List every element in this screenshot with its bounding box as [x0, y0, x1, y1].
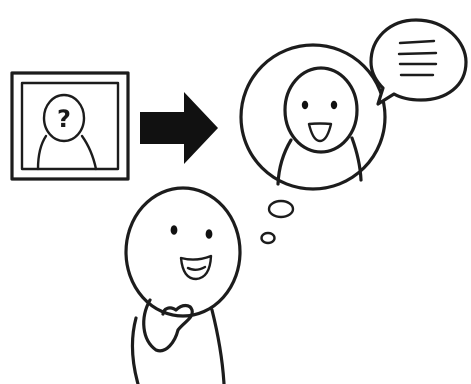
thought-trail: [262, 201, 294, 243]
recalled-person-head: [285, 68, 357, 152]
thinking-person: [126, 188, 240, 384]
thinking-person-right-eye: [206, 229, 213, 239]
unknown-person-shoulder-left: [38, 136, 46, 169]
thinking-person-left-eye: [171, 225, 178, 235]
thinking-person-shoulder-right: [212, 310, 224, 384]
thought-circle: [241, 45, 385, 189]
thought-circle-outline: [241, 45, 385, 189]
thinking-person-smile: [181, 256, 211, 279]
recalled-person-shoulder-left: [278, 140, 291, 184]
right-arrow-icon: [140, 92, 218, 164]
unknown-person-photo: ?: [12, 73, 128, 179]
thinking-person-head: [126, 188, 240, 316]
thinking-person-hand: [144, 300, 193, 351]
thinking-person-tongue: [188, 267, 205, 270]
thought-bubble-large: [269, 201, 293, 217]
recalled-person-left-eye: [302, 101, 308, 109]
speech-bubble: [371, 20, 466, 104]
unknown-person-shoulder-right: [82, 136, 96, 169]
thought-bubble-small: [262, 233, 275, 243]
question-mark-icon: ?: [57, 105, 71, 133]
thinking-person-arm: [132, 318, 138, 384]
recalled-person-right-eye: [331, 101, 337, 109]
recalled-person-smile: [309, 124, 331, 142]
